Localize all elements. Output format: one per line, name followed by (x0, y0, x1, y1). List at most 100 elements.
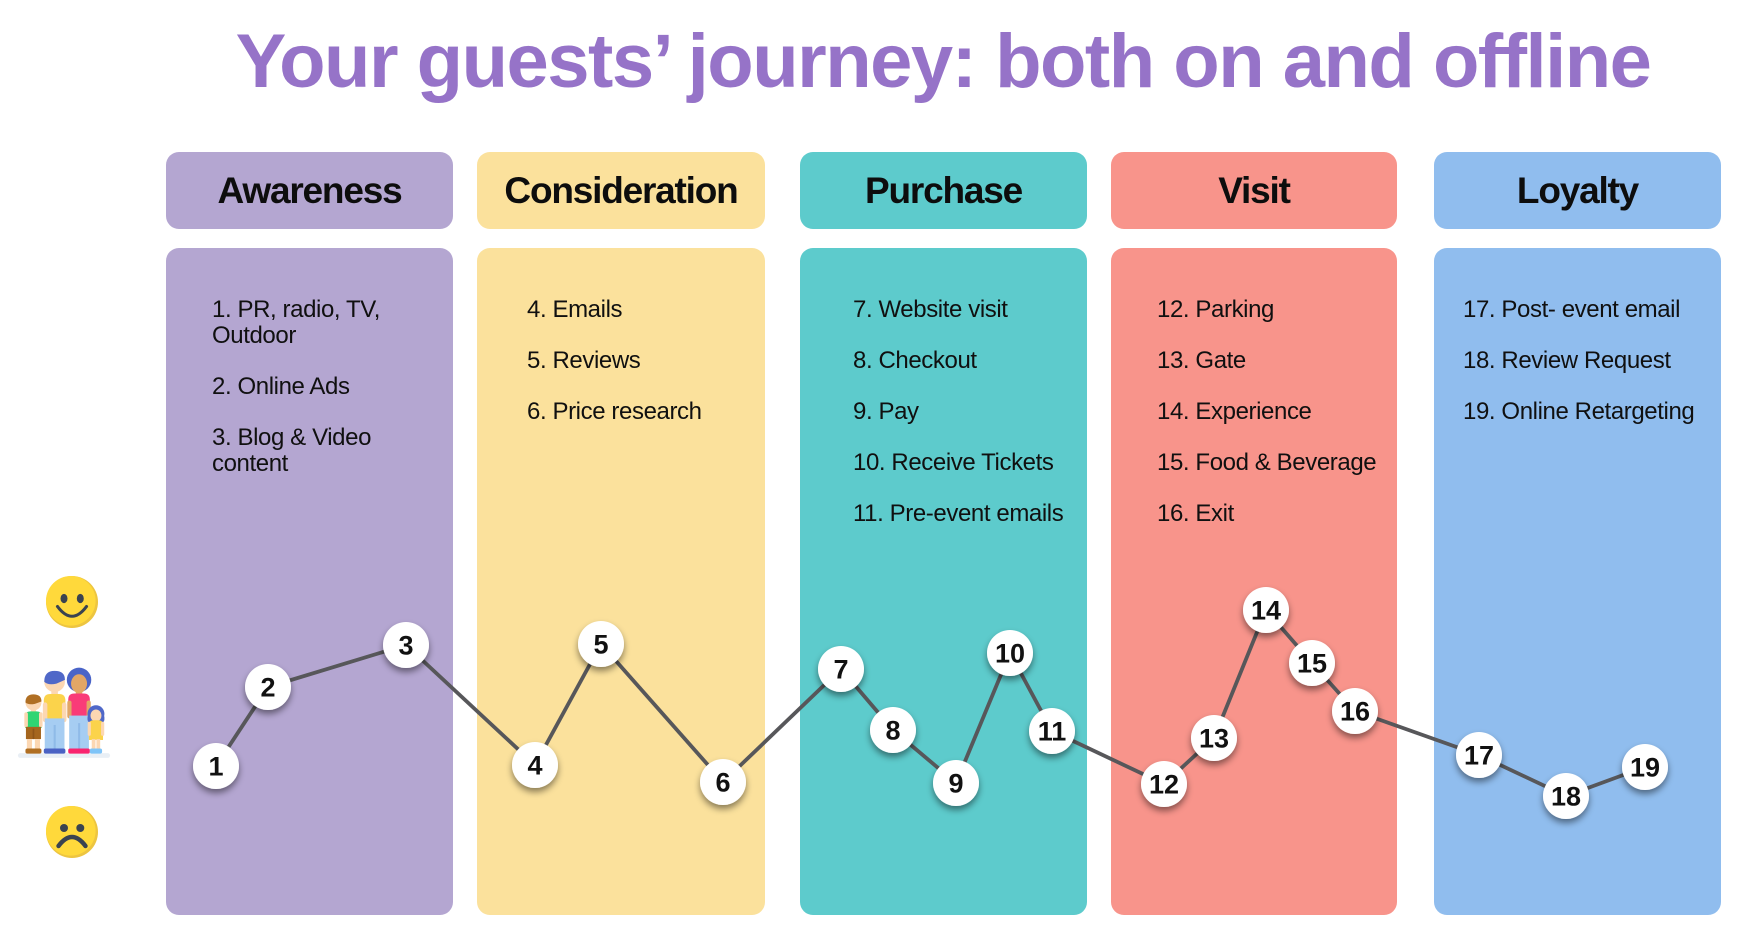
journey-segment (404, 643, 537, 767)
stage-body-visit: 12. Parking 13. Gate 14. Experience 15. Foo… (1111, 248, 1397, 915)
journey-node-circle (870, 707, 916, 753)
stage-header-awareness: Awareness (166, 152, 453, 229)
journey-node-3: 3 (383, 622, 429, 668)
journey-node-number: 5 (593, 630, 608, 660)
journey-node-circle (383, 622, 429, 668)
journey-node-8: 8 (870, 707, 916, 753)
page-title: Your guests’ journey: both on and offlin… (235, 19, 1652, 104)
journey-node-circle (193, 743, 239, 789)
stage-header-label: Loyalty (1516, 169, 1639, 211)
stage-item: 8. Checkout (853, 347, 977, 374)
stage-item: 15. Food & Beverage (1157, 449, 1377, 476)
journey-node-circle (933, 760, 979, 806)
stage-item: 19. Online Retargeting (1463, 398, 1695, 425)
journey-node-11: 11 (1029, 708, 1075, 754)
journey-node-number: 10 (995, 639, 1025, 669)
stage-header-visit: Visit (1111, 152, 1397, 229)
journey-node-circle (1141, 761, 1187, 807)
journey-node-number: 2 (260, 673, 275, 703)
journey-node-circle (818, 646, 864, 692)
stage-item: 10. Receive Tickets (853, 449, 1054, 476)
journey-segment (721, 667, 843, 784)
journey-node-number: 7 (833, 655, 848, 685)
journey-node-circle (1289, 640, 1335, 686)
journey-node-16: 16 (1332, 688, 1378, 734)
stage-header-loyalty: Loyalty (1434, 152, 1721, 229)
stage-body-purchase: 7. Website visit 8. Checkout 9. Pay 10. Rec… (800, 248, 1087, 915)
journey-node-circle (578, 621, 624, 667)
stage-item: 4. Emails (527, 296, 623, 323)
journey-node-number: 12 (1149, 770, 1179, 800)
journey-node-circle (700, 759, 746, 805)
journey-node-circle (1622, 744, 1668, 790)
journey-segment (267, 643, 407, 689)
journey-node-19: 19 (1622, 744, 1668, 790)
journey-node-circle (245, 664, 291, 710)
stage-item: 17. Post- event email (1463, 296, 1681, 323)
journey-node-number: 18 (1551, 782, 1581, 812)
journey-node-15: 15 (1289, 640, 1335, 686)
journey-node-circle (1243, 587, 1289, 633)
journey-node-6: 6 (700, 759, 746, 805)
journey-node-5: 5 (578, 621, 624, 667)
journey-node-18: 18 (1543, 773, 1589, 819)
journey-node-circle (1191, 715, 1237, 761)
journey-node-17: 17 (1456, 732, 1502, 778)
journey-node-number: 13 (1199, 724, 1229, 754)
stage-item: 12. Parking (1157, 296, 1275, 323)
journey-node-9: 9 (933, 760, 979, 806)
stage-item: 5. Reviews (527, 347, 641, 374)
journey-node-number: 1 (208, 752, 223, 782)
stage-item: 16. Exit (1157, 500, 1234, 527)
stage-item: 3. Blog & Video content (212, 424, 372, 477)
journey-node-number: 4 (527, 751, 542, 781)
stage-item: 13. Gate (1157, 347, 1246, 374)
journey-node-number: 9 (948, 769, 963, 799)
stage-item: 14. Experience (1157, 398, 1312, 425)
stage-item: 18. Review Request (1463, 347, 1671, 374)
journey-node-circle (1543, 773, 1589, 819)
journey-node-number: 14 (1251, 596, 1281, 626)
journey-node-4: 4 (512, 742, 558, 788)
journey-node-number: 19 (1630, 753, 1660, 783)
journey-node-14: 14 (1243, 587, 1289, 633)
journey-path (214, 608, 1646, 798)
journey-node-circle (1332, 688, 1378, 734)
stage-item: 7. Website visit (853, 296, 1008, 323)
journey-node-number: 3 (398, 631, 413, 661)
journey-node-circle (1456, 732, 1502, 778)
journey-node-number: 11 (1038, 717, 1067, 747)
stage-header-label: Purchase (865, 169, 1023, 211)
journey-node-circle (512, 742, 558, 788)
stage-header-label: Awareness (217, 169, 403, 211)
stage-header-label: Visit (1218, 169, 1291, 211)
journey-node-12: 12 (1141, 761, 1187, 807)
journey-node-7: 7 (818, 646, 864, 692)
journey-node-13: 13 (1191, 715, 1237, 761)
stage-item: 9. Pay (853, 398, 919, 425)
stage-header-consideration: Consideration (477, 152, 765, 229)
stage-header-purchase: Purchase (800, 152, 1087, 229)
journey-node-10: 10 (987, 630, 1033, 676)
guests-family-icon (17, 667, 111, 758)
journey-segment (954, 652, 1012, 784)
journey-node-circle (1029, 708, 1075, 754)
journey-segment (1212, 609, 1268, 739)
stage-item: 11. Pre-event emails (853, 500, 1064, 527)
journey-node-circle (987, 630, 1033, 676)
journey-node-number: 8 (885, 716, 900, 746)
journey-node-number: 16 (1340, 697, 1370, 727)
journey-node-number: 17 (1464, 741, 1494, 771)
journey-node-number: 6 (715, 768, 730, 798)
journey-node-1: 1 (193, 743, 239, 789)
stage-item: 6. Price research (527, 398, 702, 425)
sad-face-icon (46, 806, 98, 858)
journey-node-number: 15 (1297, 649, 1327, 679)
stage-header-label: Consideration (504, 169, 738, 211)
stage-item: 2. Online Ads (212, 373, 350, 400)
happy-face-icon (46, 576, 98, 628)
journey-segment (599, 642, 725, 784)
